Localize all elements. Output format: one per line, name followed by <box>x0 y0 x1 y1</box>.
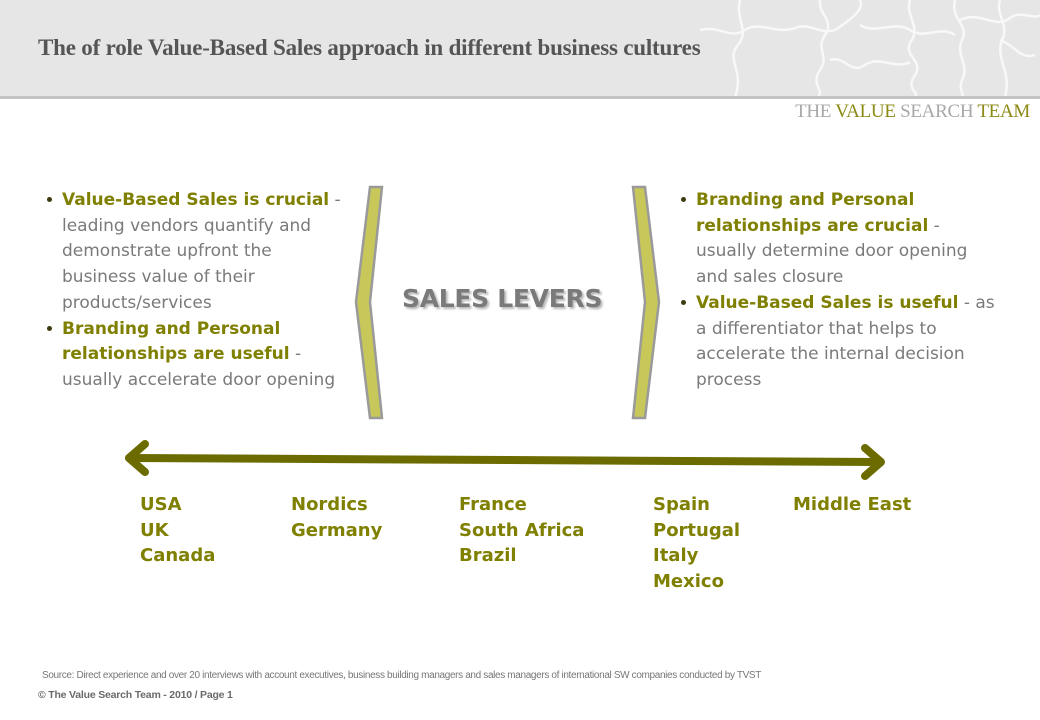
sales-levers-label: SALES LEVERS <box>402 284 603 313</box>
country-label: Nordics <box>291 494 368 515</box>
country-label: Canada <box>140 545 216 567</box>
left-bullet-list: Value-Based Sales is crucial - leading v… <box>42 188 342 394</box>
header-band: The of role Value-Based Sales approach i… <box>0 0 1040 97</box>
country-label: USA <box>140 494 182 515</box>
bullet-highlight: Value-Based Sales is useful <box>696 292 959 313</box>
bullet-text: - usually determine door opening and sal… <box>696 215 968 288</box>
puzzle-pattern-icon <box>700 0 1040 97</box>
country-label: Portugal <box>653 519 741 541</box>
region-group-2: Nordics Germany <box>291 492 382 543</box>
country-label: South Africa <box>459 519 585 541</box>
country-label: France <box>459 494 527 515</box>
region-group-3: France South Africa Brazil <box>459 492 584 569</box>
country-label: Brazil <box>459 545 517 567</box>
source-note: Source: Direct experience and over 20 in… <box>42 670 762 681</box>
page-title: The of role Value-Based Sales approach i… <box>38 35 701 60</box>
brand-part-the: THE <box>795 101 836 122</box>
header-divider <box>0 96 1040 99</box>
bullet-text: - usually accelerate door opening <box>62 344 336 390</box>
country-label: UK <box>140 519 169 541</box>
region-group-1: USA UK Canada <box>140 492 215 569</box>
country-label: Middle East <box>793 494 912 515</box>
brand-part-team: TEAM <box>977 101 1030 122</box>
bullet-highlight: Value-Based Sales is crucial <box>62 190 330 210</box>
list-item: Branding and Personal relationships are … <box>676 188 996 291</box>
left-bracket-icon <box>354 185 384 420</box>
bullet-highlight: Branding and Personal relationships are … <box>696 190 929 236</box>
right-bullet-list: Branding and Personal relationships are … <box>676 188 996 394</box>
list-item: Value-Based Sales is crucial - leading v… <box>42 188 342 317</box>
country-label: Mexico <box>653 571 724 593</box>
bullet-text: - leading vendors quantify and demonstra… <box>62 190 341 313</box>
country-label: Spain <box>653 494 710 515</box>
country-label: Germany <box>291 519 383 541</box>
right-column: Branding and Personal relationships are … <box>676 188 996 394</box>
list-item: Branding and Personal relationships are … <box>42 317 342 394</box>
left-column: Value-Based Sales is crucial - leading v… <box>42 188 342 394</box>
brand-logo: THE VALUE SEARCH TEAM <box>795 101 1030 123</box>
right-bracket-icon <box>631 185 661 420</box>
double-arrow-icon <box>125 440 885 480</box>
bullet-text: - as a differentiator that helps to acce… <box>696 292 995 390</box>
region-group-4: Spain Portugal Italy Mexico <box>653 492 740 595</box>
country-label: Italy <box>653 545 699 567</box>
brand-part-search: SEARCH <box>895 101 978 122</box>
region-group-5: Middle East <box>793 492 911 518</box>
brand-part-value: VALUE <box>835 101 896 122</box>
list-item: Value-Based Sales is useful - as a diffe… <box>676 291 996 394</box>
bullet-highlight: Branding and Personal relationships are … <box>62 318 290 365</box>
copyright-footer: © The Value Search Team - 2010 / Page 1 <box>38 689 233 701</box>
